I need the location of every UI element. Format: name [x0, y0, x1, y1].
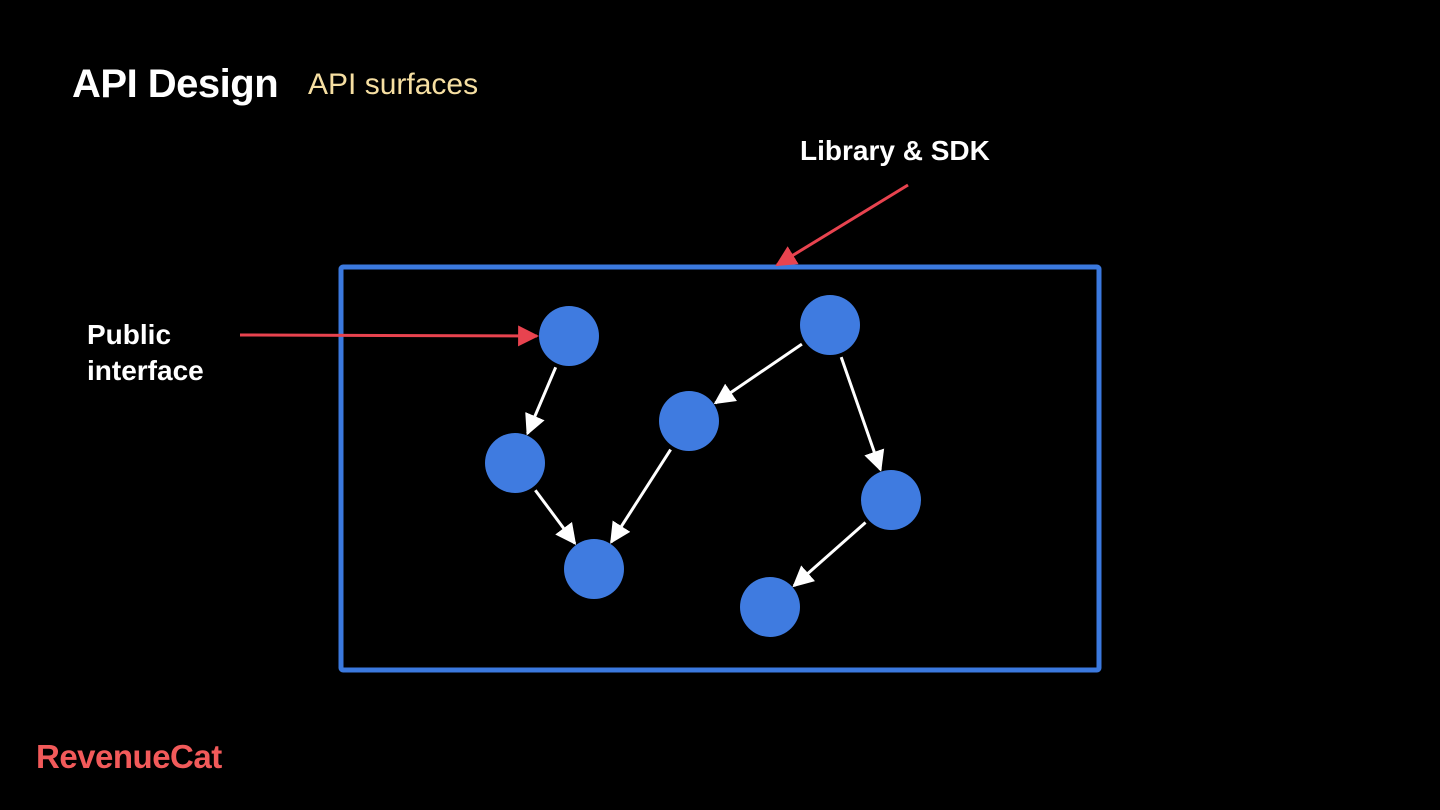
graph-node-n3 — [564, 539, 624, 599]
edge-n2-to-n3 — [534, 489, 577, 546]
library-sdk-boundary-box — [338, 264, 1102, 673]
edge-n1-to-n2 — [525, 366, 558, 436]
edge-n5-to-n4 — [713, 342, 803, 405]
edge-n5-to-n6 — [839, 356, 885, 472]
library-sdk-label: Library & SDK — [800, 135, 990, 166]
graph-node-n4 — [659, 391, 719, 451]
graph-node-n1 — [539, 306, 599, 366]
graph-node-n5 — [800, 295, 860, 355]
revenuecat-logo-text: RevenueCat — [36, 738, 222, 775]
public-interface-label-line2: interface — [87, 355, 204, 386]
edge-n6-to-n7 — [792, 521, 867, 588]
edge-n4-to-n3 — [610, 448, 672, 544]
revenuecat-logo: RevenueCat — [36, 738, 222, 776]
slide-subtitle: API surfaces — [308, 68, 479, 101]
public-interface-label-line1: Public — [87, 319, 172, 350]
public-interface-label: Public interface — [87, 317, 204, 389]
nodes-layer — [485, 295, 921, 637]
public-interface-pointer-arrow — [239, 325, 540, 347]
slide-title: API Design — [72, 62, 279, 106]
graph-node-n7 — [740, 577, 800, 637]
graph-node-n6 — [861, 470, 921, 530]
library-sdk-pointer-arrow — [775, 183, 909, 267]
graph-node-n2 — [485, 433, 545, 493]
edges-layer — [525, 342, 885, 588]
